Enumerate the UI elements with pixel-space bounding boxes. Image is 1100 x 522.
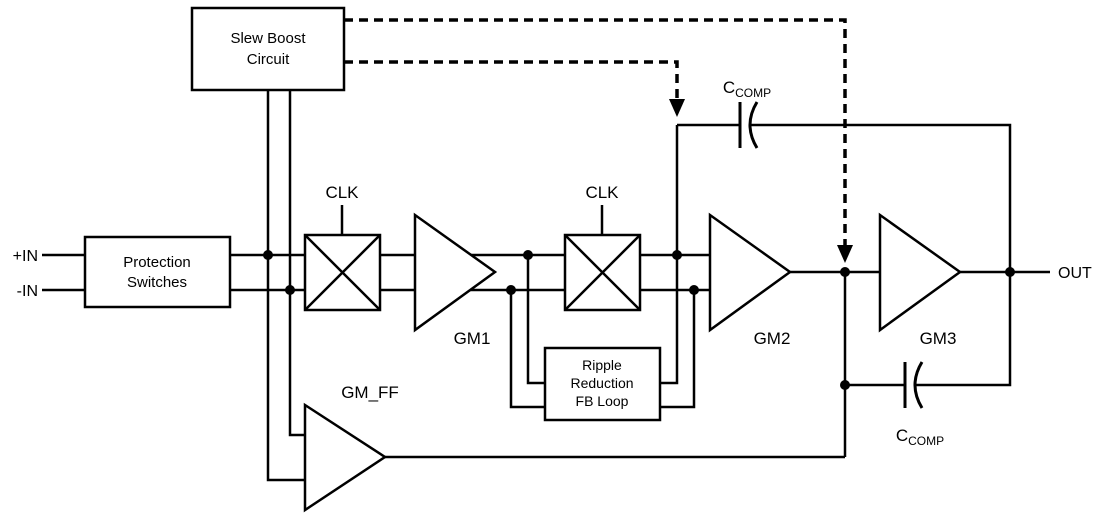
gmff-amplifier — [303, 402, 388, 513]
gm3-label: GM3 — [920, 329, 957, 348]
junction-gm2-in-bottom — [689, 285, 699, 295]
gm1-label: GM1 — [454, 329, 491, 348]
ccomp-bottom-main: C — [896, 426, 908, 445]
junction-gm2-in-top — [672, 250, 682, 260]
wire-fbloop-left-lower — [509, 290, 545, 409]
ripple-label-line2: Reduction — [570, 375, 633, 391]
ccomp-bottom-capacitor — [903, 361, 924, 409]
dashed-slewboost-to-ccomp-top — [344, 60, 679, 100]
chopper-switch-1 — [303, 233, 382, 312]
arrowhead-ccomp-top — [669, 99, 685, 117]
chopper-switch-2 — [563, 233, 642, 312]
in-pos-label: +IN — [13, 248, 38, 265]
gm3-amplifier — [878, 212, 963, 333]
protection-label-line1: Protection — [123, 254, 191, 271]
slew-boost-box — [190, 6, 346, 92]
wire-fbloop-right-lower — [660, 290, 696, 409]
chopper-2-x — [564, 234, 641, 311]
junction-in-neg-slewboost — [285, 285, 295, 295]
gm2-amplifier — [708, 212, 793, 333]
ripple-label-line3: FB Loop — [576, 393, 629, 409]
ccomp-bottom-plate-right — [913, 361, 924, 409]
ccomp-top-sub: COMP — [735, 86, 771, 100]
junction-in-pos-slewboost — [263, 250, 273, 260]
protection-label-line2: Switches — [127, 274, 187, 291]
clk2-label: CLK — [585, 183, 619, 202]
gm2-label: GM2 — [754, 329, 791, 348]
ccomp-top-plate-right — [748, 101, 759, 149]
junction-gm2-output — [840, 267, 850, 277]
ccomp-bottom-sub: COMP — [908, 434, 944, 448]
ccomp-bottom-label: CCOMP — [896, 426, 944, 448]
ripple-reduction-box — [543, 346, 662, 422]
protection-switches-box — [83, 235, 232, 309]
clk1-label: CLK — [325, 183, 359, 202]
junction-gm3-output — [1005, 267, 1015, 277]
slew-boost-label-line1: Slew Boost — [230, 30, 306, 47]
arrowhead-gm2-output — [837, 245, 853, 263]
wire-ccomp-top-right — [751, 123, 1012, 272]
junction-gm1-out-bottom-fb — [506, 285, 516, 295]
gm1-amplifier — [413, 212, 498, 333]
wire-ccomp-bottom-right — [916, 272, 1012, 387]
dashed-slewboost-to-gm2-output — [344, 18, 847, 246]
junction-ccomp-bottom-tap — [840, 380, 850, 390]
ripple-label-line1: Ripple — [582, 357, 622, 373]
out-label: OUT — [1058, 265, 1092, 282]
gmff-label: GM_FF — [341, 383, 399, 402]
wire-slewboost-left-vertical-to-gmff — [266, 90, 305, 482]
wire-slewboost-right-vertical-to-gmff — [288, 90, 305, 437]
ccomp-top-main: C — [723, 78, 735, 97]
wire-fbloop-left-upper — [526, 255, 545, 385]
wire-ccomp-top-tap-and-fbloop-right-upper — [660, 125, 679, 385]
junction-gm1-out-top-fb — [523, 250, 533, 260]
chopper-1-x — [304, 234, 381, 311]
in-neg-label: -IN — [17, 283, 38, 300]
ccomp-top-label: CCOMP — [723, 78, 771, 100]
ccomp-top-capacitor — [738, 101, 759, 149]
slew-boost-label-line2: Circuit — [247, 51, 290, 68]
